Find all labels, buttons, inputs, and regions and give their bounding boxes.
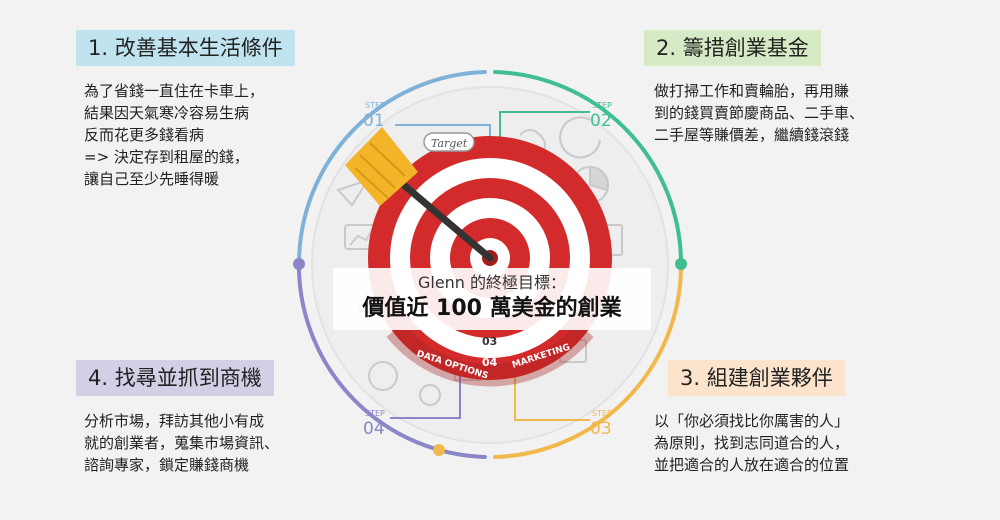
step-4-marker-num: 04 (363, 419, 385, 439)
cycle-doodle-icon (559, 116, 601, 159)
step-3-connector (514, 370, 590, 421)
step-1-marker-num: 01 (363, 111, 385, 131)
step-2-title: 2. 籌措創業基金 (644, 30, 821, 66)
ring-label-04: 04 (482, 356, 498, 369)
step-2-dot (675, 258, 687, 270)
target-tag: Target (423, 132, 475, 152)
arrow-fletching-lines (354, 142, 406, 199)
trend-doodle-icon (349, 229, 373, 246)
mug-doodle-icon (368, 361, 398, 391)
step-4-dot (293, 258, 305, 270)
goal-box: Glenn 的終極目標： 價值近 100 萬美金的創業 (333, 268, 651, 330)
arc-end-dots (293, 258, 687, 456)
step-3-arc (493, 268, 683, 459)
globe-doodle-icon (419, 384, 441, 406)
goal-statement: 價值近 100 萬美金的創業 (362, 296, 622, 321)
step-3-title: 3. 組建創業夥伴 (668, 360, 845, 396)
step-1-marker-word: STEP (365, 101, 385, 110)
step-1-title: 1. 改善基本生活條件 (76, 30, 295, 66)
step-4-body: 分析市場，拜訪其他小有成 就的創業者，蒐集市場資訊、 諮詢專家，鎖定賺錢商機 (84, 412, 280, 474)
step-1-body: 為了省錢一直住在卡車上， 結果因天氣寒冷容易生病 反而花更多錢看病 => 決定存… (84, 82, 265, 188)
arrow-fletching (345, 127, 418, 206)
ring-label-03: 03 (482, 335, 497, 348)
step-2-marker-num: 02 (590, 111, 612, 131)
step-3-marker-num: 03 (590, 419, 612, 439)
arrow-icon (345, 127, 494, 262)
paper-plane-doodle-icon (336, 178, 371, 207)
step-3-marker-word: STEP (592, 409, 612, 418)
target-tag-bubble (423, 132, 475, 152)
step-3-body: 以「你必須找比你厲害的人」 為原則，找到志同道合的人， 並把適合的人放在適合的位… (654, 412, 850, 474)
step-2-body: 做打掃工作和賣輪胎，再用賺 到的錢買賣節慶商品、二手車、 二手屋等賺價差，繼續錢… (654, 82, 865, 144)
step-2-marker-word: STEP (592, 101, 612, 110)
target-shadow-band (386, 322, 594, 387)
step-4-title: 4. 找尋並抓到商機 (76, 360, 274, 396)
goal-heading: Glenn 的終極目標： (417, 273, 567, 292)
step-1-arc (297, 70, 487, 266)
step-2-arc (493, 70, 683, 266)
step-markers: STEP 01 STEP 02 STEP 03 STEP 04 (363, 101, 612, 439)
step-3-dot (433, 444, 445, 456)
pie-slice-doodle-icon (589, 165, 609, 192)
step-4-marker-word: STEP (365, 409, 385, 418)
target-tag-label: Target (431, 137, 468, 150)
